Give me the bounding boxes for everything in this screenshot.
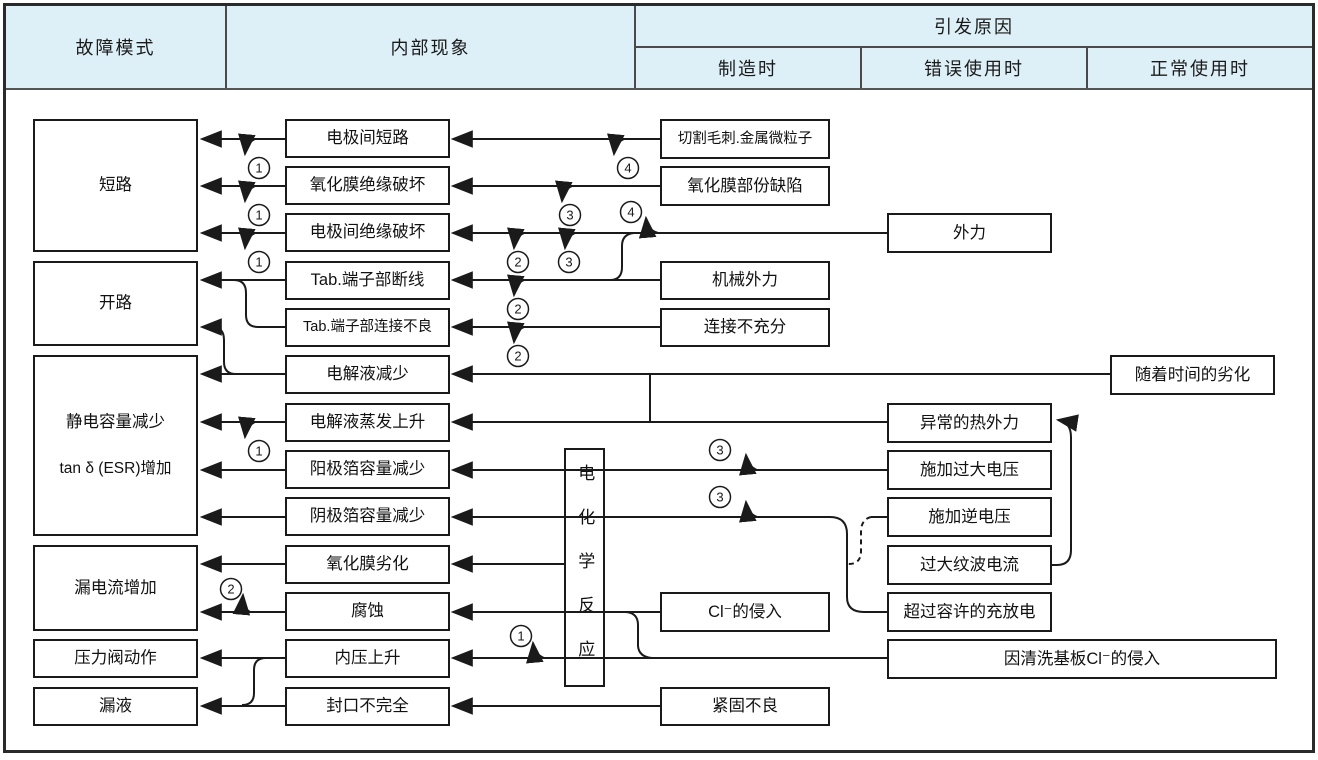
outer-frame — [3, 3, 1315, 753]
header-cell-cause: 引发原因 — [934, 17, 1014, 37]
node-label: Tab.端子部断线 — [310, 271, 425, 290]
node-label: 电极间绝缘破坏 — [309, 223, 426, 242]
node-label: 电化学反应 — [575, 464, 595, 684]
header-bottom-border — [6, 88, 1312, 90]
header-divider — [225, 6, 227, 88]
node-label: 电解液减少 — [326, 365, 409, 384]
node-label: 氧化膜劣化 — [326, 555, 409, 574]
header-cell-failure-mode: 故障模式 — [75, 38, 156, 58]
node-label: 紧固不良 — [712, 697, 778, 716]
node-label: 阳极箔容量减少 — [309, 460, 426, 479]
node-reverse-voltage-applied: 施加逆电压 — [887, 497, 1052, 537]
node-open-circuit: 开路 — [33, 261, 198, 346]
node-label-secondary: tan δ (ESR)增加 — [59, 460, 172, 478]
node-internal-pressure-rise: 内压上升 — [285, 639, 450, 678]
node-incomplete-sealing: 封口不完全 — [285, 687, 450, 726]
header-cell-cause-manufacturing: 制造时 — [718, 59, 778, 79]
node-tab-terminal-poor-connection: Tab.端子部连接不良 — [285, 308, 450, 347]
node-label: 外力 — [953, 223, 986, 242]
node-tab-terminal-wire-break: Tab.端子部断线 — [285, 261, 450, 300]
node-electrode-short: 电极间短路 — [285, 119, 450, 158]
node-label: 封口不完全 — [326, 697, 409, 716]
node-label: 异常的热外力 — [920, 413, 1019, 432]
node-deterioration-over-time: 随着时间的劣化 — [1110, 355, 1275, 395]
node-corrosion: 腐蚀 — [285, 592, 450, 631]
node-label: Cl⁻的侵入 — [708, 602, 782, 621]
node-label: 随着时间的劣化 — [1134, 365, 1251, 384]
node-label: 漏电流增加 — [74, 578, 157, 597]
node-label: 氧化膜部份缺陷 — [687, 176, 803, 195]
node-electrolyte-decrease: 电解液减少 — [285, 355, 450, 394]
node-label: Tab.端子部连接不良 — [303, 319, 432, 336]
node-liquid-leakage: 漏液 — [33, 687, 198, 726]
node-label: 切割毛刺.金属微粒子 — [677, 130, 813, 147]
header-cell-cause-normal: 正常使用时 — [1150, 59, 1250, 79]
node-label: 施加逆电压 — [928, 507, 1011, 526]
node-abnormal-thermal-stress: 异常的热外力 — [887, 403, 1052, 443]
node-label: 阴极箔容量减少 — [309, 507, 426, 526]
node-label: 内压上升 — [334, 649, 401, 668]
node-poor-fastening: 紧固不良 — [660, 687, 830, 726]
node-label: 施加过大电压 — [920, 460, 1019, 479]
node-label: 静电容量减少 — [66, 413, 165, 432]
node-pcb-cleaning-cl-ingress: 因清洗基板Cl⁻的侵入 — [887, 639, 1277, 679]
node-anode-foil-capacity-decrease: 阳极箔容量减少 — [285, 450, 450, 489]
node-label: 漏液 — [99, 697, 132, 716]
node-cl-ion-ingress: Cl⁻的侵入 — [660, 592, 830, 632]
header-divider — [860, 48, 862, 88]
node-label: 腐蚀 — [351, 602, 384, 621]
node-leakage-current-increase: 漏电流增加 — [33, 545, 198, 631]
node-pressure-valve-operation: 压力阀动作 — [33, 639, 198, 678]
node-charge-discharge-beyond-limit: 超过容许的充放电 — [887, 592, 1052, 632]
header-cell-internal-phenomenon: 内部现象 — [390, 38, 471, 58]
node-oxide-film-degradation: 氧化膜劣化 — [285, 545, 450, 584]
node-label: 因清洗基板Cl⁻的侵入 — [1003, 649, 1161, 668]
node-short-circuit: 短路 — [33, 119, 198, 252]
node-cathode-foil-capacity-decrease: 阴极箔容量减少 — [285, 497, 450, 536]
node-label: 开路 — [99, 294, 132, 313]
node-excessive-voltage-applied: 施加过大电压 — [887, 450, 1052, 490]
node-inter-electrode-insulation-breakdown: 电极间绝缘破坏 — [285, 213, 450, 252]
node-mechanical-external-force: 机械外力 — [660, 261, 830, 300]
node-oxide-film-insulation-breakdown: 氧化膜绝缘破坏 — [285, 166, 450, 205]
node-label: 连接不充分 — [703, 318, 787, 337]
header-cell-cause-misuse: 错误使用时 — [924, 59, 1024, 79]
header-divider — [634, 6, 636, 88]
node-label: 机械外力 — [712, 271, 778, 290]
node-electrolyte-evaporation-rise: 电解液蒸发上升 — [285, 403, 450, 442]
node-label: 过大纹波电流 — [920, 555, 1019, 574]
node-excessive-ripple-current: 过大纹波电流 — [887, 545, 1052, 585]
node-insufficient-connection: 连接不充分 — [660, 308, 830, 347]
header-table: 故障模式 内部现象 引发原因 制造时 错误使用时 正常使用时 — [6, 6, 1312, 90]
header-divider — [1086, 48, 1088, 88]
node-label: 电解液蒸发上升 — [309, 413, 426, 432]
node-label: 超过容许的充放电 — [903, 602, 1036, 621]
header-divider — [636, 46, 1312, 48]
node-label: 电极间短路 — [326, 129, 409, 148]
node-capacitance-decrease: 静电容量减少 tan δ (ESR)增加 — [33, 355, 198, 536]
node-cutting-burr-metal-particles: 切割毛刺.金属微粒子 — [660, 119, 830, 159]
node-external-force: 外力 — [887, 213, 1052, 253]
node-oxide-film-partial-defect: 氧化膜部份缺陷 — [660, 166, 830, 206]
node-label: 氧化膜绝缘破坏 — [309, 176, 426, 195]
node-label: 压力阀动作 — [74, 649, 157, 668]
node-electrochemical-reaction: 电化学反应 — [564, 448, 605, 687]
node-label: 短路 — [99, 176, 132, 195]
